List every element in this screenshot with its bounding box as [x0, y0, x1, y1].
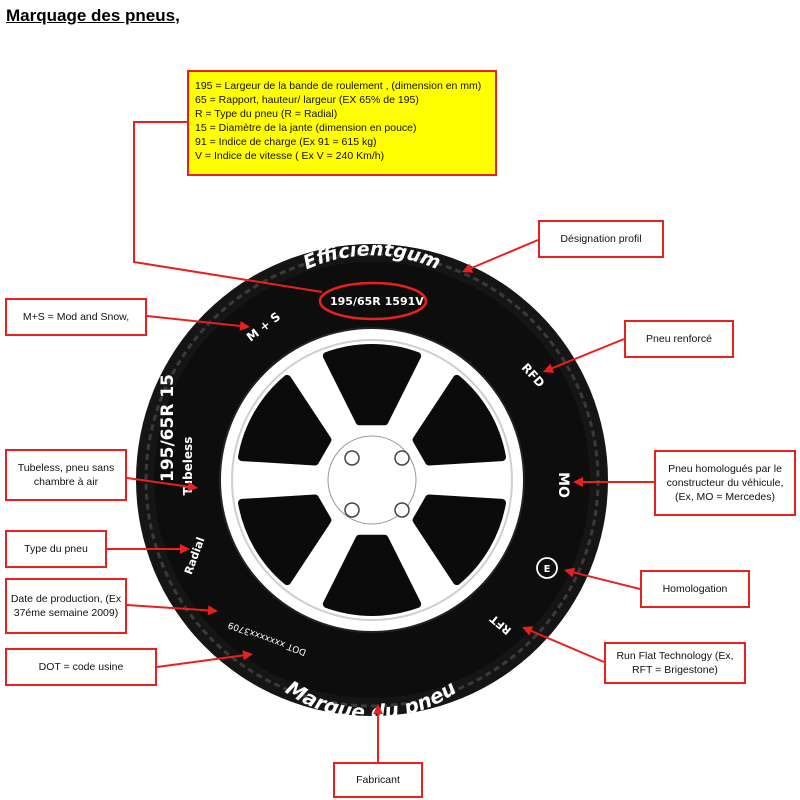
tyre: [136, 244, 608, 716]
e-mark-circle: [536, 557, 558, 579]
info-line: V = Indice de vitesse ( Ex V = 240 Km/h): [195, 150, 385, 162]
connectors: [133, 121, 323, 293]
arrow-dot: [156, 650, 253, 668]
label-rft: Run Flat Technology (Ex, RFT = Brigeston…: [604, 642, 746, 684]
info-box: 195 = Largeur de la bande de roulement ,…: [187, 70, 497, 176]
info-line: 65 = Rapport, hauteur/ largeur (EX 65% d…: [195, 94, 419, 106]
size-marking-text: 195/65R 15: [330, 295, 400, 308]
tubeless-marking-text: Tubeless: [181, 437, 195, 496]
spoke-hole: [412, 494, 506, 586]
rim-inner-ring: [231, 339, 513, 621]
arrow-ms: [146, 315, 250, 331]
arrow-fabricant: [373, 704, 383, 762]
spoke-hole: [322, 344, 422, 426]
label-designation: Désignation profil: [538, 220, 664, 258]
label-renforce: Pneu renforcé: [624, 320, 734, 358]
tyre-tread-edge: [144, 252, 600, 708]
label-fabricant: Fabricant: [333, 762, 423, 798]
spoke-hole: [412, 374, 506, 466]
e-mark-text: E: [544, 564, 551, 575]
arrow-designation: [462, 239, 539, 273]
info-line: 195 = Largeur de la bande de roulement ,…: [195, 80, 482, 92]
lug-nut: [394, 502, 410, 518]
arrows: [107, 239, 654, 762]
label-tubeless: Tubeless, pneu sans chambre à air: [5, 449, 127, 501]
label-date: Date de production, (Ex 37éme semaine 20…: [5, 578, 127, 634]
rim-spoke-holes: [238, 344, 506, 616]
page-title: Marquage des pneus,: [6, 6, 180, 25]
arrow-renforce: [543, 338, 625, 373]
arrow-tubeless: [126, 477, 198, 492]
info-line: 91 = Indice de charge (Ex 91 = 615 kg): [195, 136, 377, 148]
arrow-homologue: [573, 477, 654, 487]
lug-nut: [394, 450, 410, 466]
arrow-date: [126, 604, 218, 616]
label-ms: M+S = Mod and Snow,: [5, 298, 147, 336]
label-homologue: Pneu homologués par le constructeur du v…: [654, 450, 796, 516]
spoke-hole: [238, 374, 332, 466]
lug-nut: [344, 450, 360, 466]
size-side-marking-text: 195/65R 15: [158, 374, 178, 482]
arrow-homologation: [564, 567, 641, 590]
load-speed-marking-text: 91V: [400, 295, 424, 308]
label-homologation: Homologation: [640, 570, 750, 608]
mo-marking-text: MO: [555, 472, 571, 498]
connector-info: [133, 121, 323, 293]
spoke-hole: [322, 534, 422, 616]
arrow-rft: [522, 626, 605, 663]
label-type: Type du pneu: [5, 530, 107, 568]
info-line: R = Type du pneu (R = Radial): [195, 108, 338, 120]
spoke-hole: [238, 494, 332, 586]
size-highlight-ellipse: [318, 281, 428, 321]
label-dot: DOT = code usine: [5, 648, 157, 686]
info-line: 15 = Diamètre de la jante (dimension en …: [195, 122, 417, 134]
lug-nut: [344, 502, 360, 518]
arrow-type: [107, 544, 190, 554]
